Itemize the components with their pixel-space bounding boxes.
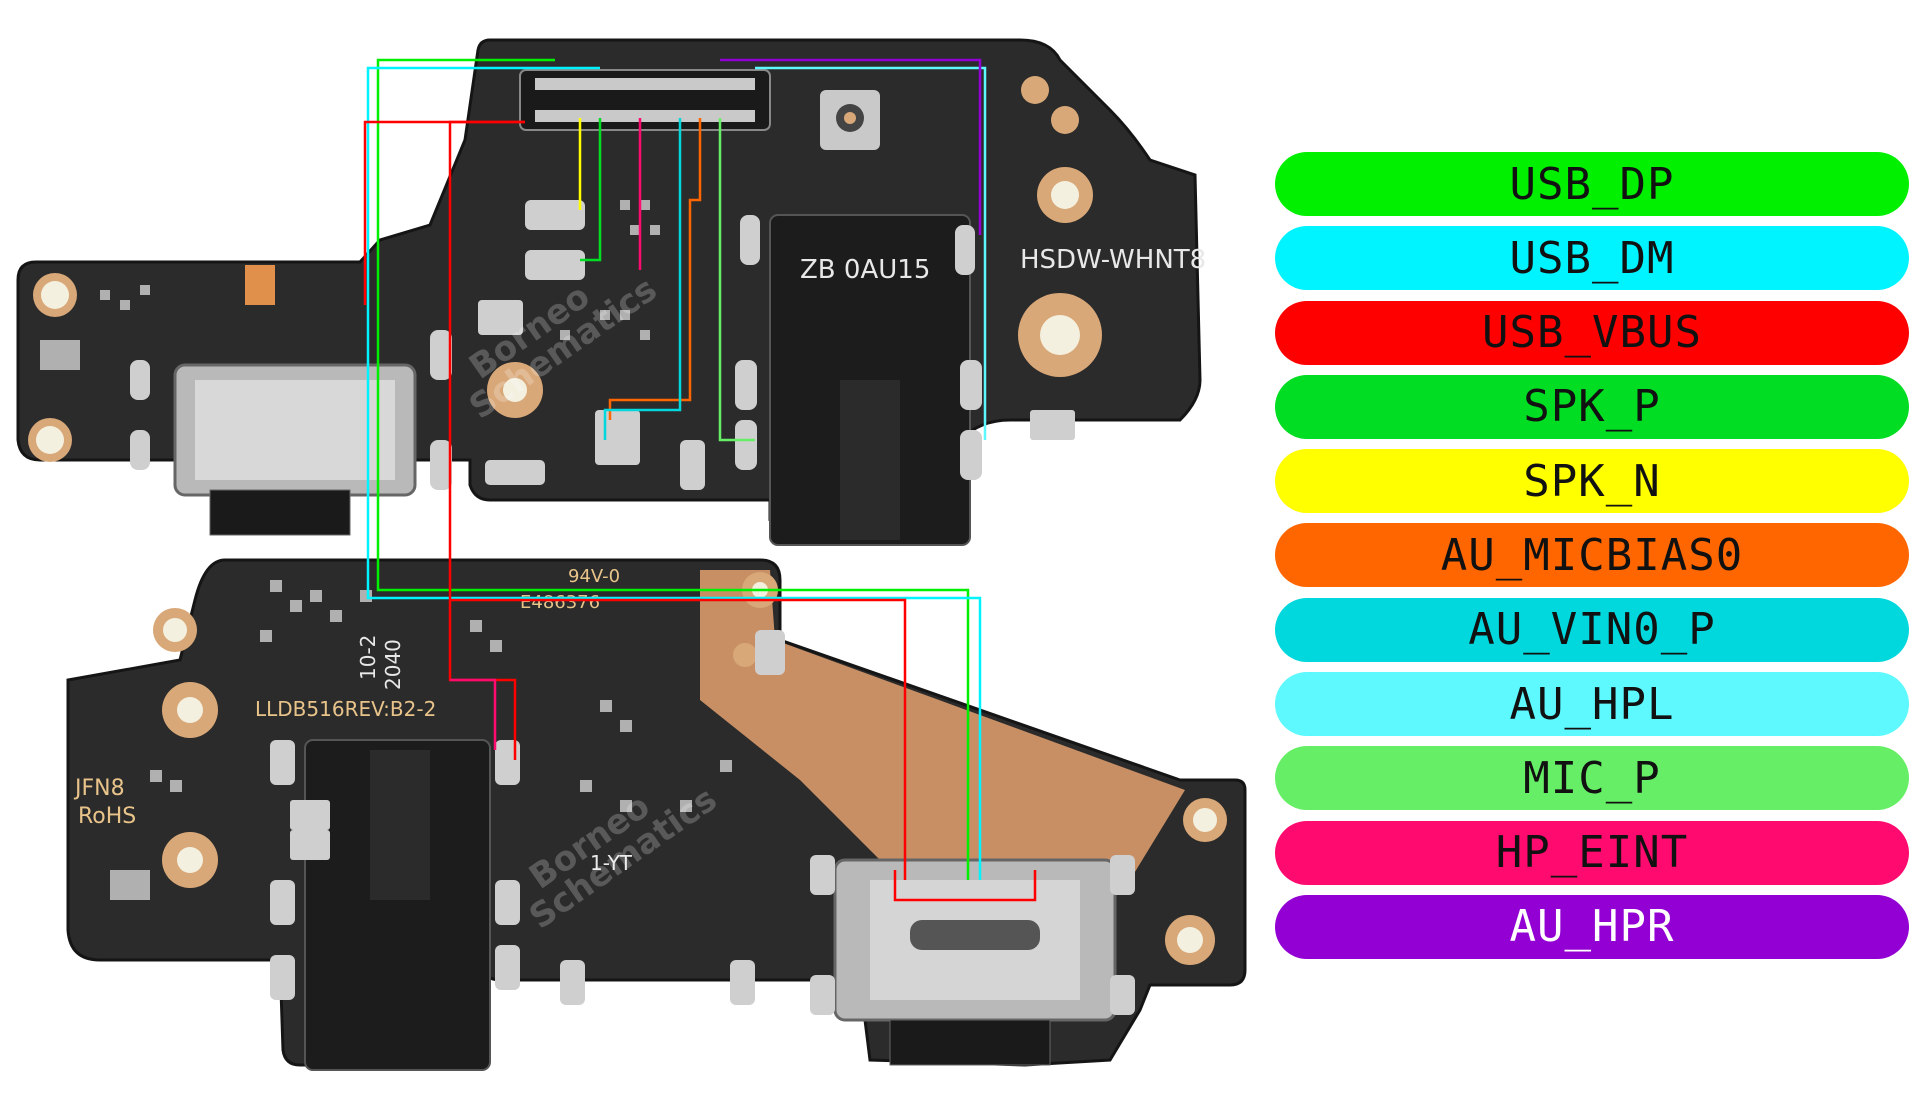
silkscreen-bottom-e486376: E486376 [520, 592, 600, 613]
bottom-board: 94V-0 E486376 LLDB516REV:B2-2 JFN8 RoHS … [66, 558, 1247, 1071]
legend-item-usb-dp: USB_DP [1275, 152, 1909, 216]
trace-mic-p [718, 118, 755, 442]
signal-legend: USB_DP USB_DM USB_VBUS SPK_P SPK_N AU_MICBIAS… [1275, 152, 1909, 969]
silkscreen-bottom-rohs: RoHS [78, 804, 136, 829]
silkscreen-bottom-rev: LLDB516REV:B2-2 [255, 697, 436, 721]
legend-item-au-hpl: AU_HPL [1275, 672, 1909, 737]
silkscreen-bottom-94v0: 94V-0 [568, 566, 620, 587]
trace-usb-vbus-4 [893, 870, 1037, 902]
trace-au-micbias0 [608, 118, 702, 420]
legend-item-usb-dm: USB_DM [1275, 226, 1909, 291]
silkscreen-top-1: HSDW-WHNT8 [1020, 245, 1206, 275]
pcb-schematic-diagram: HSDW-WHNT8 ZB 0AU15 [16, 38, 1247, 1071]
legend-item-mic-p: MIC_P [1275, 746, 1909, 811]
trace-usb-vbus-3 [450, 598, 907, 880]
trace-spk-p [580, 118, 602, 262]
signal-traces [363, 58, 1037, 902]
silkscreen-bottom-jfn8: JFN8 [73, 776, 125, 801]
silkscreen-top-2: ZB 0AU15 [800, 255, 930, 285]
silkscreen-bottom-date2: 2040 [381, 639, 405, 690]
legend-item-au-micbias0: AU_MICBIAS0 [1275, 523, 1909, 588]
silkscreen-bottom-date1: 10-2 [356, 635, 380, 680]
trace-au-hpr [720, 58, 982, 235]
trace-usb-dm [366, 66, 982, 880]
legend-item-au-vin0-p: AU_VIN0_P [1275, 597, 1909, 662]
silkscreen-bottom-yt: 1-YT [590, 851, 633, 875]
legend-item-hp-eint: HP_EINT [1275, 820, 1909, 885]
legend-item-usb-vbus: USB_VBUS [1275, 300, 1909, 365]
legend-item-au-hpr: AU_HPR [1275, 894, 1909, 959]
legend-item-spk-p: SPK_P [1275, 374, 1909, 439]
legend-item-spk-n: SPK_N [1275, 449, 1909, 514]
audio-jack-bottom [304, 739, 491, 1071]
top-board: HSDW-WHNT8 ZB 0AU15 [16, 38, 1206, 546]
trace-usb-dp [376, 58, 970, 880]
trace-hp-eint-2 [450, 678, 497, 750]
trace-au-vin0-p [603, 118, 682, 440]
trace-au-hpl [755, 66, 987, 440]
